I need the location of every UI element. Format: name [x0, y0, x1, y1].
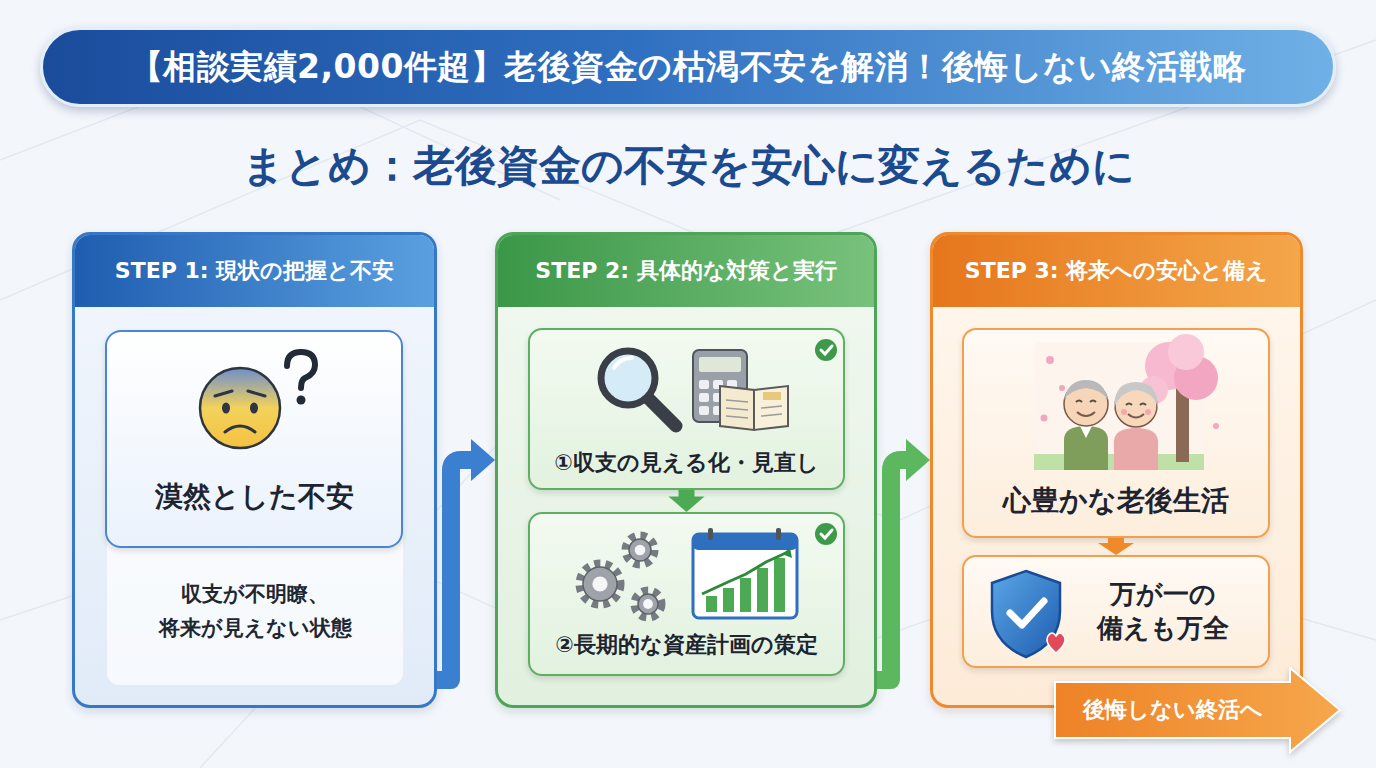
icon-part	[815, 339, 837, 361]
card-text: 万が一の 備えも万全	[1068, 557, 1258, 666]
icon-part	[821, 346, 832, 354]
goal-card: 万が一の 備えも万全	[962, 555, 1270, 668]
icon-part	[583, 567, 617, 601]
icon-part	[699, 380, 709, 389]
title-text: 【相談実績2,000件超】老後資金の枯渇不安を解消！後悔しない終活戦略	[43, 30, 1333, 104]
icon-part	[250, 403, 258, 414]
icon-part	[225, 426, 255, 432]
banner-pill: 【相談実績2,000件超】老後資金の枯渇不安を解消！後悔しない終活戦略	[40, 27, 1336, 107]
icon-part	[720, 386, 754, 430]
icon-part	[1010, 601, 1044, 625]
icon-part	[638, 594, 658, 614]
icon-part	[287, 352, 315, 388]
icon-part	[708, 528, 713, 540]
icon-part	[200, 368, 280, 448]
icon-part	[754, 386, 788, 430]
icon-part	[635, 545, 646, 556]
icon-part	[222, 403, 230, 414]
action-card: ②長期的な資産計画の策定	[528, 512, 845, 676]
icon-part	[1128, 414, 1144, 418]
icon-part	[693, 534, 797, 618]
subtitle-text: まとめ：老後資金の不安を安心に変えるために	[0, 138, 1376, 194]
icon-part	[1126, 404, 1146, 406]
arrow-box: 後悔しない終活へ	[1055, 668, 1340, 752]
icon-part	[726, 400, 782, 418]
card-text: 心豊かな老後生活	[964, 482, 1268, 520]
icon-part	[1114, 382, 1158, 408]
icon-part	[740, 578, 751, 612]
flow-arrow	[1098, 538, 1134, 555]
icon-part	[1064, 380, 1108, 400]
icon-part	[601, 351, 655, 405]
arrow-head	[471, 439, 495, 481]
icon-part	[699, 406, 709, 415]
action-card: ①収支の見える化・見直し	[528, 328, 845, 490]
icon-part	[614, 358, 632, 368]
card-text: 漠然とした不安	[107, 478, 401, 516]
icon-part	[1046, 356, 1054, 364]
icon-part	[1213, 423, 1219, 429]
step-heading: STEP 1: 現状の把握と不安	[75, 235, 434, 307]
icon-part	[757, 568, 768, 612]
goal-card: 心豊かな老後生活	[962, 328, 1270, 538]
icon-part	[815, 523, 837, 545]
icon-part	[723, 588, 734, 612]
arrow-head	[669, 497, 705, 512]
icon-part	[215, 391, 265, 396]
state-card: 漠然とした不安	[105, 330, 403, 548]
arrow-text: 後悔しない終活へ	[1055, 682, 1290, 738]
step-panel: STEP 1: 現状の把握と不安収支が不明瞭、 将来が見えない状態 漠然とした不安	[72, 232, 437, 708]
icon-part	[626, 536, 654, 564]
card-text: ②長期的な資産計画の策定	[530, 630, 843, 660]
icon-part	[706, 596, 717, 612]
icon-part	[1121, 409, 1127, 415]
flow-arrow	[669, 490, 705, 512]
icon-part	[1064, 426, 1108, 470]
icon-part	[702, 552, 788, 594]
icon-part	[1114, 428, 1158, 470]
icon-part	[699, 357, 741, 372]
icon-part	[1080, 426, 1092, 438]
icon-part	[821, 530, 832, 538]
icon-part	[635, 591, 661, 617]
arrow-head	[1098, 543, 1134, 555]
icon-part	[774, 558, 785, 612]
icon-part	[1041, 415, 1048, 422]
arrow-shaft	[437, 460, 473, 680]
card-text: ①収支の見える化・見直し	[530, 448, 843, 478]
arrow-shaft	[877, 460, 908, 680]
icon-part	[0, 40, 1376, 768]
icon-part	[776, 528, 781, 540]
step-heading: STEP 2: 具体的な対策と実行	[498, 235, 874, 307]
flow-arrow	[877, 439, 930, 680]
icon-part	[1047, 633, 1065, 653]
icon-part	[1168, 334, 1204, 370]
icon-part	[763, 392, 781, 400]
icon-part	[782, 548, 792, 558]
icon-part	[648, 398, 676, 426]
body-text: 収支が不明瞭、 将来が見えない状態	[107, 557, 403, 667]
icon-part	[1077, 412, 1095, 416]
step-panel: STEP 2: 具体的な対策と実行 ①収支の見える化・見直し ②長期的な資産計画の策…	[495, 232, 877, 708]
worried-face-icon	[107, 332, 405, 550]
icon-part	[297, 396, 306, 405]
icon-part	[592, 576, 607, 591]
icon-part	[1145, 409, 1151, 415]
arrow-shaft	[679, 490, 695, 498]
icon-part	[1059, 385, 1065, 391]
icon-part	[643, 599, 653, 609]
icon-part	[699, 393, 709, 402]
arrow-head	[906, 439, 930, 481]
icon-part	[629, 539, 651, 561]
step-heading: STEP 3: 将来への安心と備え	[933, 235, 1300, 307]
icon-part	[1076, 401, 1096, 403]
arrow-shaft	[1108, 538, 1124, 544]
flow-arrow	[437, 439, 495, 680]
step-panel: STEP 3: 将来への安心と備え心豊かな老後生活万が一の 備えも万全	[930, 232, 1303, 708]
icon-part	[580, 564, 620, 604]
icon-part	[1055, 668, 1340, 752]
